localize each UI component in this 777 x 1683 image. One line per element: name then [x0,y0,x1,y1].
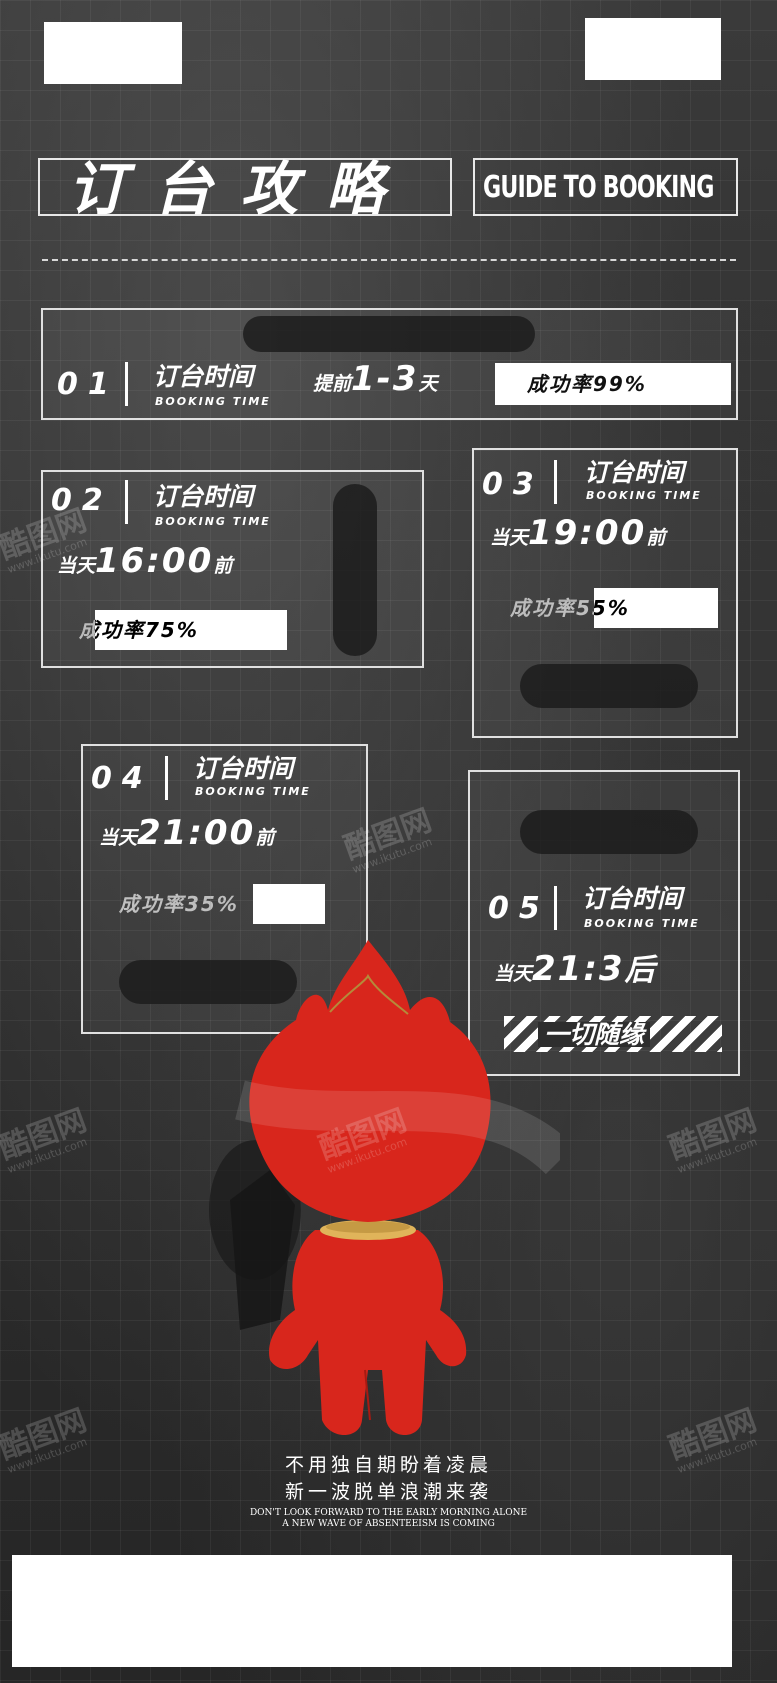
success-rate-bar [95,610,287,650]
bottom-white-block [12,1555,732,1667]
title-cn-box: 订台攻略 [38,155,452,223]
success-rate: 成功率99% [527,372,647,396]
card-title: 订台时间 [582,884,683,913]
success-rate-bar [594,588,718,628]
card-subtitle: BOOKING TIME [155,515,271,528]
success-rate-bar: 成功率99% [495,363,731,405]
fate-label: 一切随缘 [538,1022,651,1047]
top-left-white-block [44,22,182,84]
booking-window: 当天21:3后 [494,949,657,989]
separator-bar [125,362,128,406]
booking-window: 当天16:00前 [57,541,233,581]
decorative-pill [119,960,297,1004]
card-number: 04 [91,761,153,796]
success-rate-bar [253,884,325,924]
card-number: 02 [51,483,113,518]
card-number: 01 [57,367,119,402]
booking-window: 当天19:00前 [490,513,666,553]
card-number: 05 [488,891,550,926]
red-flame-mascot-icon [209,940,560,1435]
separator-bar [554,460,557,504]
booking-window: 当天21:00前 [99,813,275,853]
success-rate: 成功率35% [119,892,239,916]
slogan-cn-line1: 不用独自期盼着凌晨 [284,1454,492,1476]
slogan-en-line1: DON'T LOOK FORWARD TO THE EARLY MORNING … [249,1508,528,1518]
decorative-pill [243,316,535,352]
top-right-white-block [585,18,721,80]
separator-bar [165,756,168,800]
decorative-pill [520,810,698,854]
card-title: 订台时间 [153,362,254,391]
slogan-en-line2: A NEW WAVE OF ABSENTEEISM IS COMING [282,1519,495,1529]
card-title: 订台时间 [193,754,294,783]
title-en-box: GUIDE TO BOOKING [473,158,738,216]
decorative-pill [520,664,698,708]
card-01: 01 订台时间 BOOKING TIME 提前1-3天 成功率99% [41,308,738,420]
card-02: 02 订台时间 BOOKING TIME 当天16:00前 成功率75% [41,470,424,668]
dashed-divider [42,259,736,261]
card-subtitle: BOOKING TIME [584,917,700,930]
page-subtitle: GUIDE TO BOOKING [483,170,714,205]
card-subtitle: BOOKING TIME [586,489,702,502]
success-rate: 成功率75% [79,618,199,642]
card-04: 04 订台时间 BOOKING TIME 当天21:00前 成功率35% [81,744,368,1034]
page-title: 订台攻略 [68,155,413,223]
card-title: 订台时间 [153,482,254,511]
decorative-pill [333,484,377,656]
separator-bar [125,480,128,524]
card-05: 05 订台时间 BOOKING TIME 当天21:3后 一切随缘 [468,770,740,1076]
separator-bar [554,886,557,930]
card-number: 03 [482,467,544,502]
card-03: 03 订台时间 BOOKING TIME 当天19:00前 成功率55% [472,448,738,738]
slogan-cn-line2: 新一波脱单浪潮来袭 [284,1481,492,1503]
booking-window: 提前1-3天 [313,359,438,399]
success-rate: 成功率55% [510,596,630,620]
card-subtitle: BOOKING TIME [155,395,271,408]
card-subtitle: BOOKING TIME [195,785,311,798]
card-title: 订台时间 [584,458,685,487]
